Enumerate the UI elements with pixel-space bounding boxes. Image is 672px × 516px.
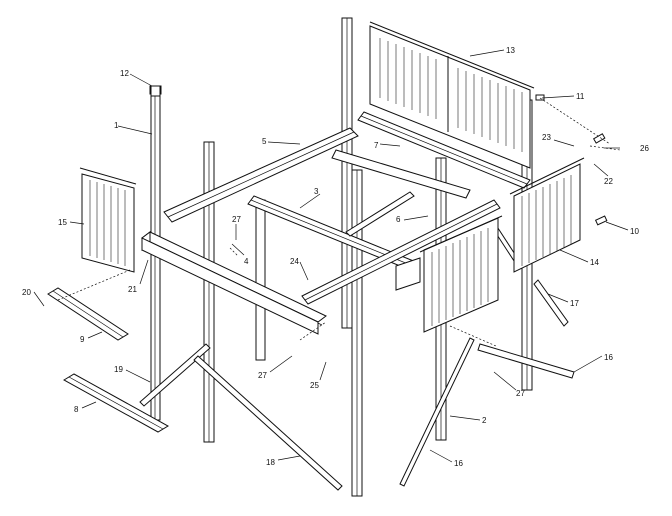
label-part-15: 15 [58, 218, 67, 227]
front-beam-part-21 [141, 231, 327, 335]
post-front-center-left [203, 141, 215, 443]
rail-left-top-part-5 [163, 127, 359, 223]
panel-rear-part-13 [369, 21, 535, 169]
brace-part-18 [193, 355, 343, 491]
label-part-3: 3 [314, 187, 319, 196]
bolt-part-11 [535, 94, 545, 101]
label-part-25: 25 [310, 381, 319, 390]
label-part-4: 4 [244, 257, 249, 266]
post-front-center [351, 169, 363, 497]
bolt-part-10 [594, 215, 608, 226]
panel-left-part-15 [79, 167, 137, 273]
bolt-part-26 [592, 133, 606, 144]
label-part-14: 14 [590, 258, 599, 267]
rail-rear-part-7 [357, 111, 531, 189]
panel-front-right [419, 215, 503, 333]
label-part-12: 12 [120, 69, 129, 78]
short-rail-right [395, 257, 421, 291]
label-part-11: 11 [576, 92, 585, 101]
cap-part-12 [150, 85, 161, 97]
channel-part-8 [62, 373, 170, 433]
label-part-24: 24 [290, 257, 299, 266]
label-part-16-bottom: 16 [454, 459, 463, 468]
label-part-20: 20 [22, 288, 31, 297]
channel-part-9 [47, 287, 129, 341]
panel-right-part-14 [509, 157, 585, 273]
label-part-21: 21 [128, 285, 137, 294]
brace-part-19 [139, 343, 211, 407]
label-part-8: 8 [74, 405, 79, 414]
brace-part-16-long [399, 337, 475, 487]
label-part-27-right: 27 [516, 389, 525, 398]
label-part-13: 13 [506, 46, 515, 55]
label-part-17: 17 [570, 299, 579, 308]
label-part-26: 26 [640, 144, 649, 153]
rail-right-part-6 [301, 199, 501, 305]
label-part-22: 22 [604, 177, 613, 186]
label-part-2: 2 [482, 416, 487, 425]
label-part-6: 6 [396, 215, 401, 224]
label-part-7: 7 [374, 141, 379, 150]
diagonal-brace-center [345, 191, 415, 237]
label-part-5: 5 [262, 137, 267, 146]
label-part-10: 10 [630, 227, 639, 236]
label-part-1: 1 [114, 121, 119, 130]
label-part-18: 18 [266, 458, 275, 467]
label-part-27-center: 27 [258, 371, 267, 380]
brace-part-17 [533, 279, 569, 327]
label-part-9: 9 [80, 335, 85, 344]
brace-part-16-short [477, 343, 575, 379]
post-middle-left [255, 199, 266, 361]
label-part-27-top: 27 [232, 215, 241, 224]
label-part-19: 19 [114, 365, 123, 374]
label-part-23: 23 [542, 133, 551, 142]
rail-center-top [331, 149, 471, 199]
label-part-16-right: 16 [604, 353, 613, 362]
